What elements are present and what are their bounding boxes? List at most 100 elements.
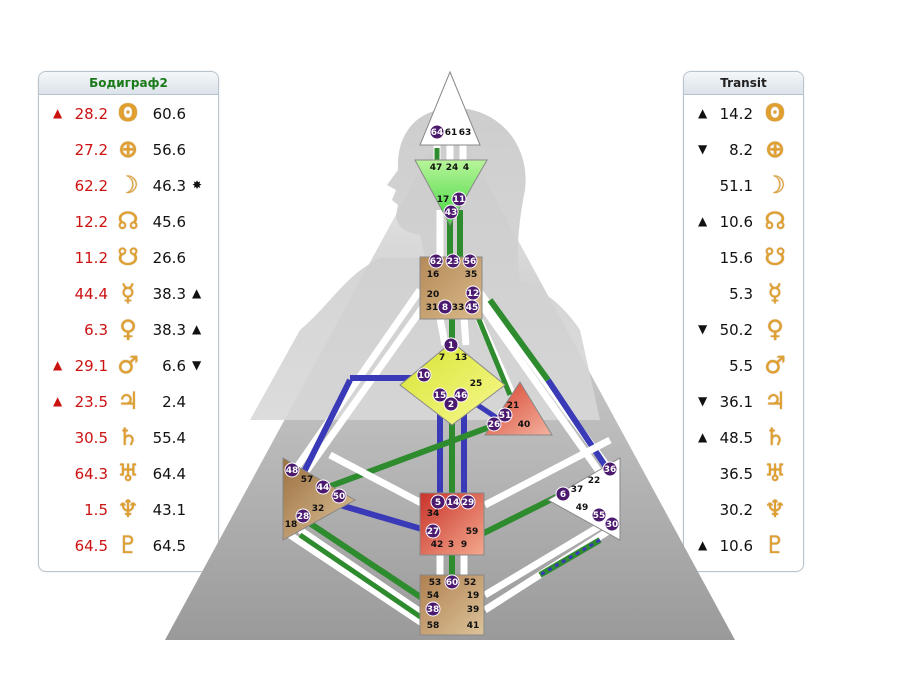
planet-row: ▲10.6☊ — [684, 204, 803, 240]
gate-marker — [555, 486, 571, 502]
planet-row: 64.3♅64.4 — [39, 456, 218, 492]
mars-icon: ♂ — [117, 351, 139, 379]
gate-label: 30 — [606, 520, 619, 530]
planet-row: 36.5 ♅ — [684, 456, 803, 492]
gate-marker — [315, 479, 331, 495]
gate-label: 10 — [418, 371, 431, 381]
gate-label: 11 — [453, 195, 466, 205]
ajna-center — [414, 159, 488, 227]
neptune-icon: ♆ — [764, 495, 786, 523]
gate-marker — [604, 516, 620, 532]
gate-marker — [602, 461, 618, 477]
direction-arrow: ▲ — [53, 106, 63, 120]
gate-label: 46 — [455, 391, 468, 401]
gate-label: 23 — [447, 257, 460, 267]
design-value: 23.5 — [74, 393, 108, 411]
transit-value: 48.5 — [719, 429, 753, 447]
gate-label: 28 — [297, 512, 310, 522]
gate-label: 5 — [435, 498, 441, 508]
transit-value: 30.2 — [719, 501, 753, 519]
uranus-icon: ♅ — [764, 459, 786, 487]
gate-label: 55 — [593, 511, 606, 521]
gate-marker — [429, 124, 445, 140]
design-value: 44.4 — [74, 285, 108, 303]
gate-label: 37 — [571, 485, 584, 495]
gate-marker — [497, 407, 513, 423]
gate-label: 35 — [465, 270, 478, 280]
gate-label: 24 — [446, 163, 459, 173]
direction-arrow: ▼ — [698, 322, 708, 336]
design-value: 11.2 — [74, 249, 108, 267]
personality-value: 6.6 — [162, 357, 186, 375]
gate-marker — [437, 299, 453, 315]
planet-row: 44.4☿38.3▲ — [39, 276, 218, 312]
gate-label: 58 — [427, 621, 440, 631]
personality-value: 55.4 — [152, 429, 186, 447]
planet-row: 51.1 ☽ — [684, 168, 803, 204]
gate-label: 40 — [518, 420, 531, 430]
planet-row: 5.5♂ — [684, 348, 803, 384]
gate-marker — [428, 253, 444, 269]
gate-label: 33 — [452, 303, 465, 313]
jupiter-icon: ♃ — [117, 387, 139, 415]
transit-value: 14.2 — [719, 105, 753, 123]
gate-label: 51 — [499, 411, 512, 421]
gate-marker — [486, 416, 502, 432]
transit-value: 5.3 — [729, 285, 753, 303]
transit-value: 36.5 — [719, 465, 753, 483]
gate-label: 25 — [470, 379, 483, 389]
gate-label: 26 — [488, 420, 501, 430]
gate-label: 42 — [431, 540, 444, 550]
personality-marker: ▼ — [192, 358, 202, 372]
personality-value: 38.3 — [152, 321, 186, 339]
moon-icon: ☽ — [764, 171, 786, 199]
gate-label: 14 — [447, 498, 460, 508]
gate-label: 29 — [462, 498, 475, 508]
planet-row: 15.6☋ — [684, 240, 803, 276]
planet-row: 12.2☊45.6 — [39, 204, 218, 240]
gate-label: 48 — [286, 466, 299, 476]
personality-value: 64.5 — [152, 537, 186, 555]
g-center — [399, 341, 506, 426]
venus-icon: ♀ — [119, 315, 137, 343]
gate-label: 56 — [464, 257, 477, 267]
transit-value: 8.2 — [729, 141, 753, 159]
gate-label: 8 — [442, 303, 448, 313]
venus-icon: ♀ — [766, 315, 784, 343]
gate-marker — [445, 494, 461, 510]
gate-marker — [443, 337, 459, 353]
direction-arrow: ▲ — [698, 214, 708, 228]
gate-marker — [416, 367, 432, 383]
saturn-icon: ♄ — [764, 423, 786, 451]
transit-value: 51.1 — [719, 177, 753, 195]
gate-label: 3 — [448, 540, 454, 550]
gate-label: 63 — [459, 128, 472, 138]
gate-label: 36 — [604, 465, 617, 475]
north-node-icon: ☊ — [117, 207, 139, 235]
design-value: 64.5 — [74, 537, 108, 555]
gate-marker — [444, 574, 460, 590]
personality-value: 46.3 — [152, 177, 186, 195]
gate-label: 39 — [467, 605, 480, 615]
earth-icon: ⊕ — [764, 135, 786, 163]
saturn-icon: ♄ — [117, 423, 139, 451]
transit-value: 10.6 — [719, 537, 753, 555]
gate-label: 21 — [507, 401, 520, 411]
gate-label: 4 — [463, 163, 469, 173]
design-value: 64.3 — [74, 465, 108, 483]
gate-label: 1 — [448, 341, 454, 351]
design-value: 1.5 — [84, 501, 108, 519]
direction-arrow: ▲ — [698, 538, 708, 552]
gate-label: 54 — [427, 591, 440, 601]
transit-value: 5.5 — [729, 357, 753, 375]
gate-label: 62 — [430, 257, 443, 267]
gate-label: 60 — [446, 578, 459, 588]
planet-row: ▼36.1♃ — [684, 384, 803, 420]
gate-marker — [432, 387, 448, 403]
planet-row: 30.2 ♆ — [684, 492, 803, 528]
gate-label: 43 — [445, 208, 458, 218]
gate-label: 52 — [464, 578, 477, 588]
